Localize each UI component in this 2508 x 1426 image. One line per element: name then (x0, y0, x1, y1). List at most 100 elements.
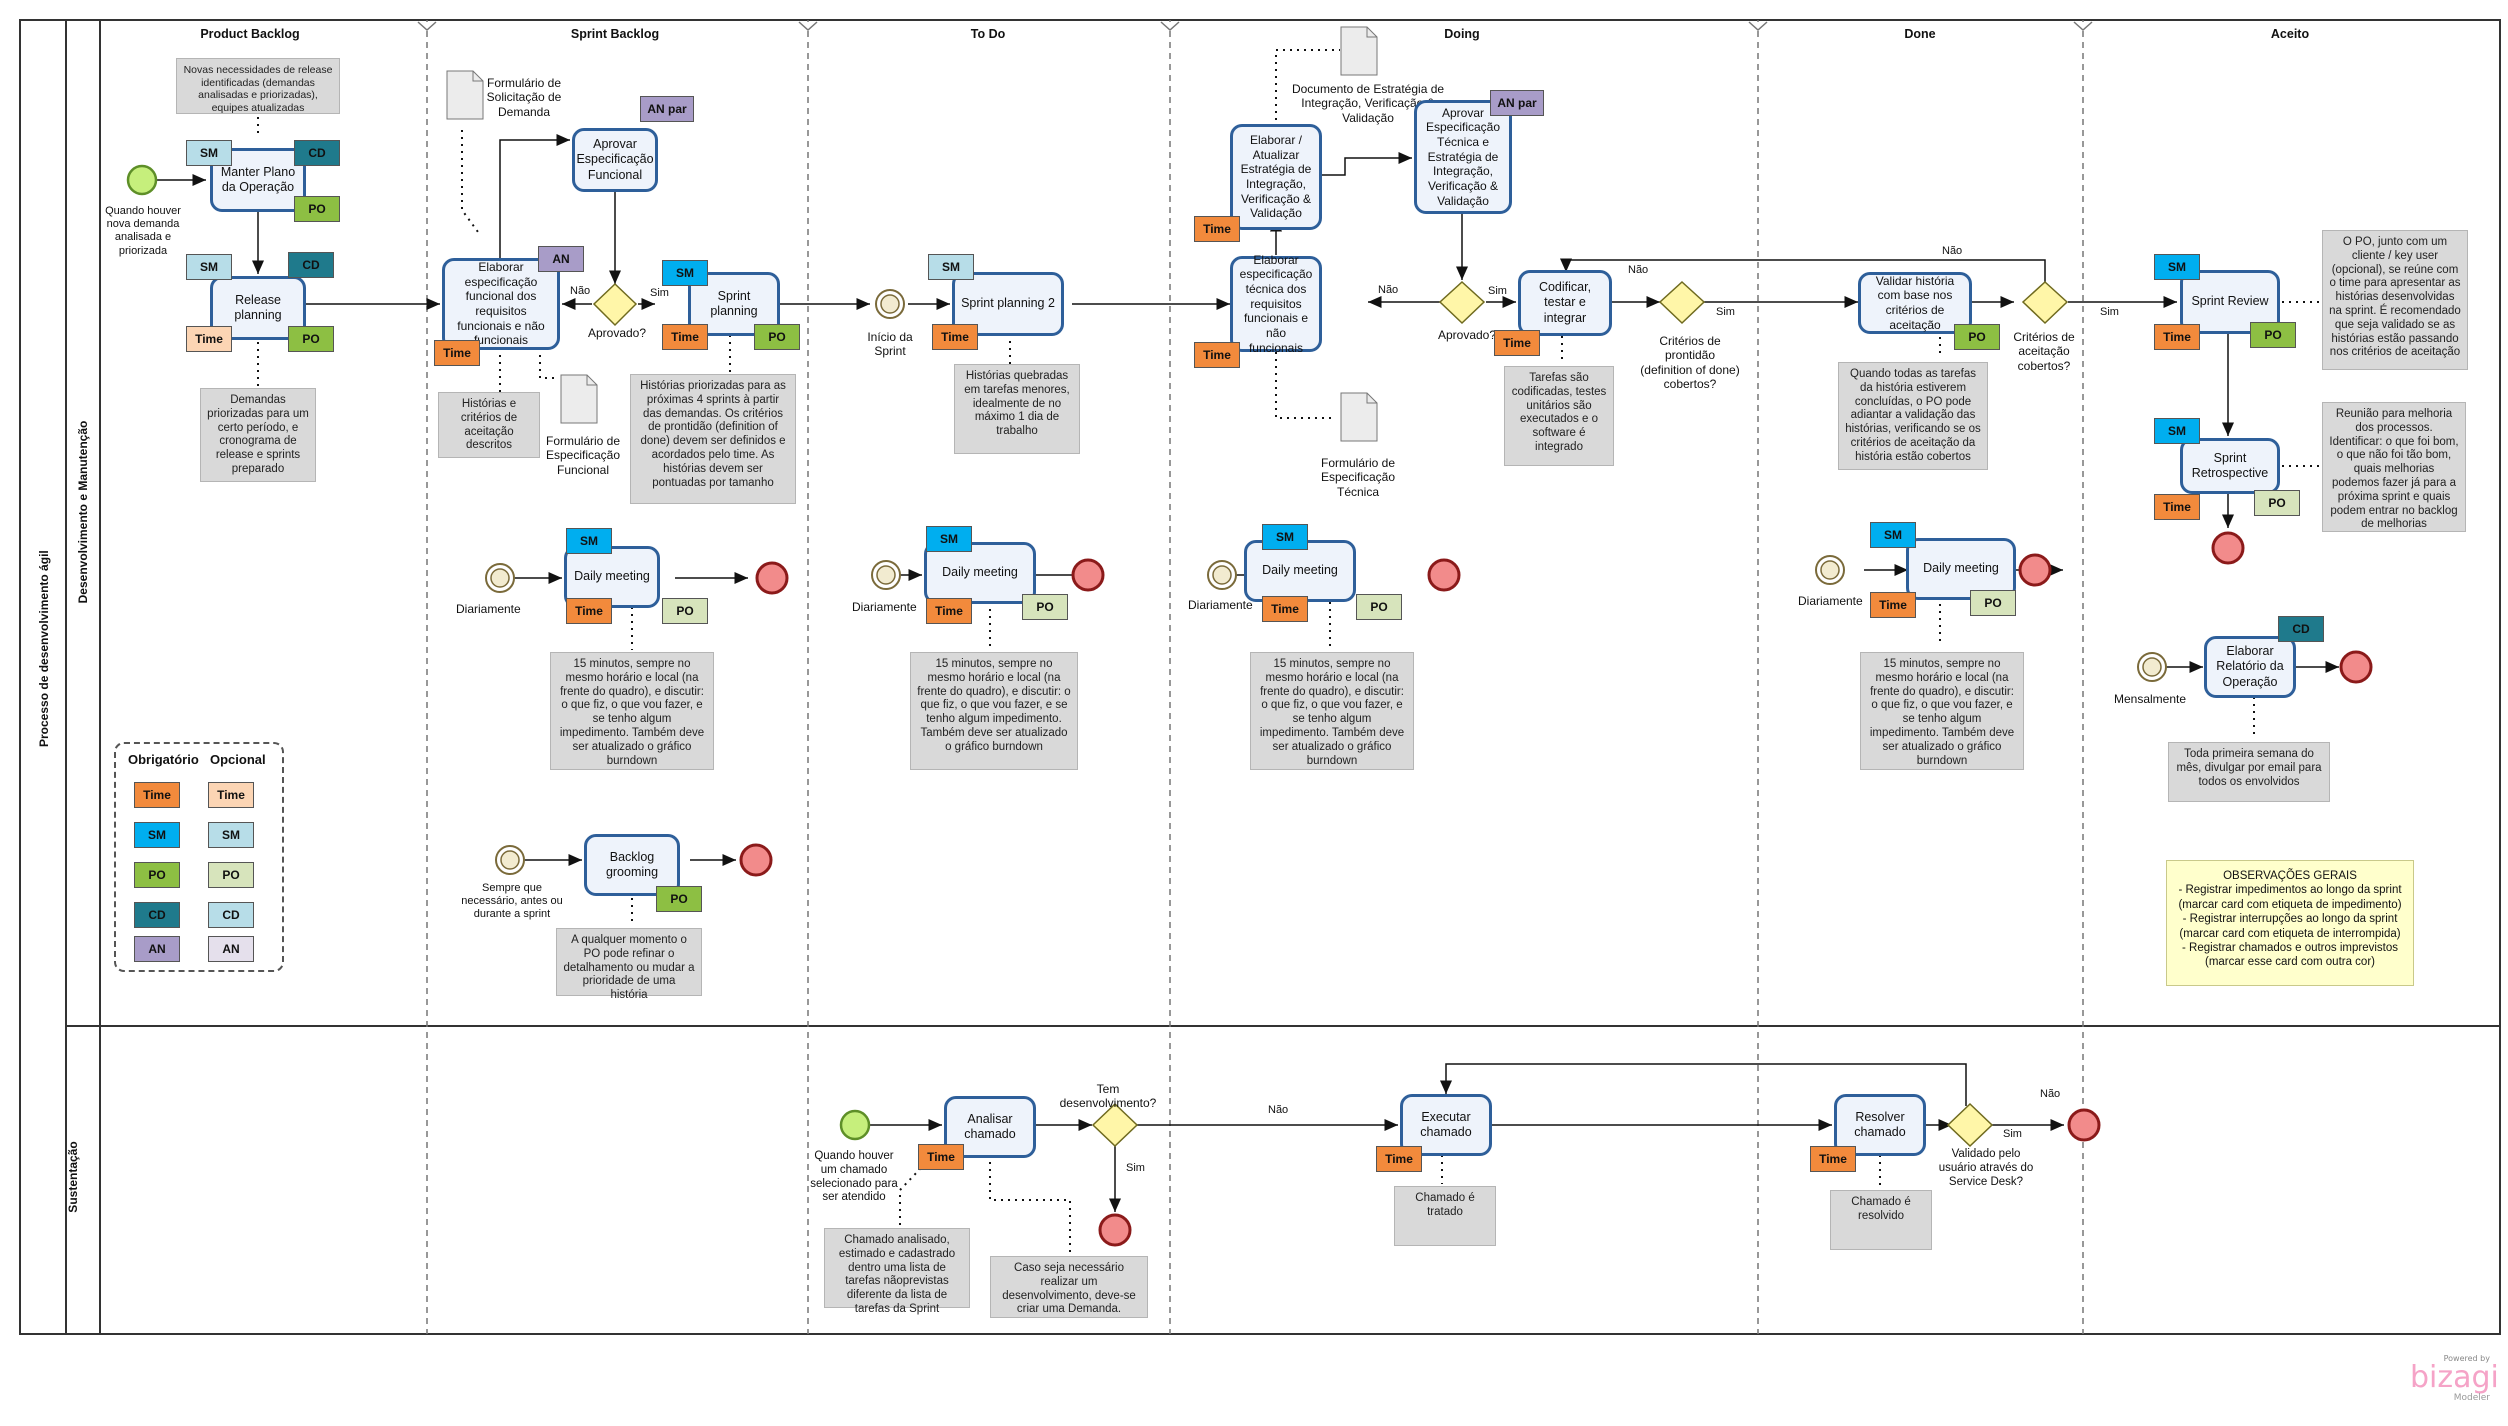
task-release-planning[interactable]: Release planning (210, 276, 306, 340)
flow-sim: Sim (2003, 1128, 2022, 1140)
card-time: Time (1262, 596, 1308, 622)
phase-product-backlog: Product Backlog (200, 27, 300, 41)
card-time: Time (1194, 216, 1240, 242)
card-sm: SM (1870, 522, 1916, 548)
flow-sim: Sim (1126, 1162, 1145, 1174)
card-sm-optional: SM (186, 254, 232, 280)
card-po-optional: PO (662, 598, 708, 624)
task-executar-chamado[interactable]: Executar chamado (1400, 1094, 1492, 1156)
annotation-tarefas-codificadas: Tarefas são codificadas, testes unitário… (1504, 366, 1614, 466)
card-time: Time (1494, 330, 1540, 356)
doc-form-solicitacao: Formulário de Solicitação de Demanda (486, 76, 562, 119)
event-inicio-sprint: Início da Sprint (867, 330, 913, 359)
task-aprovar-especificacao-label: Aprovar Especificação Funcional (576, 137, 654, 182)
card-po: PO (656, 886, 702, 912)
task-validar-historia[interactable]: Validar história com base nos critérios … (1858, 272, 1972, 334)
phase-to-do: To Do (970, 27, 1006, 41)
annotation-novas-necessidades: Novas necessidades de release identifica… (176, 58, 340, 114)
flow-nao: Não (1378, 284, 1399, 296)
document-icon (1340, 26, 1378, 76)
card-po-optional: PO (1970, 590, 2016, 616)
annotation-daily: 15 minutos, sempre no mesmo horário e lo… (1860, 652, 2024, 770)
task-elaborar-relatorio-label: Elaborar Relatório da Operação (2216, 644, 2284, 689)
task-sprint-retrospective-label: Sprint Retrospective (2191, 450, 2269, 480)
flow-sim: Sim (2100, 306, 2119, 318)
card-time: Time (2154, 494, 2200, 520)
card-cd: CD (2278, 616, 2324, 642)
legend-card-cd: CD (134, 902, 180, 928)
annotation-daily: 15 minutos, sempre no mesmo horário e lo… (550, 652, 714, 770)
task-daily-meeting-label: Daily meeting (942, 565, 1018, 580)
annotation-demandas-priorizadas: Demandas priorizadas para um certo perío… (200, 388, 316, 482)
task-backlog-grooming-label: Backlog grooming (605, 849, 659, 879)
task-elaborar-especificacao-label: Elaborar especificação funcional dos req… (457, 260, 545, 348)
card-an: AN (538, 246, 584, 272)
flow-sim: Sim (1488, 285, 1507, 297)
lane-desenvolvimento: Desenvolvimento e Manutenção (76, 420, 90, 604)
task-daily-meeting[interactable]: Daily meeting (1906, 538, 2016, 600)
observacoes-line: - Registrar interrupções ao longo da spr… (2179, 913, 2401, 940)
task-elaborar-relatorio[interactable]: Elaborar Relatório da Operação (2204, 636, 2296, 698)
task-elaborar-espec-tecnica-label: Elaborar especificação técnica dos requi… (1239, 252, 1313, 355)
task-codificar-label: Codificar, testar e integrar (1538, 280, 1592, 325)
card-cd: CD (288, 252, 334, 278)
card-time: Time (932, 324, 978, 350)
task-elaborar-espec-tecnica[interactable]: Elaborar especificação técnica dos requi… (1230, 252, 1322, 355)
event-diariamente: Diariamente (1798, 594, 1863, 608)
task-aprovar-espec-tecnica[interactable]: Aprovar Especificação Técnica e Estratég… (1414, 100, 1512, 214)
phase-aceito: Aceito (2270, 27, 2310, 41)
card-sm: SM (662, 260, 708, 286)
card-po-optional: PO (1356, 594, 1402, 620)
card-time: Time (926, 598, 972, 624)
task-daily-meeting[interactable]: Daily meeting (1244, 540, 1356, 602)
annotation-toda-primeira: Toda primeira semana do mês, divulgar po… (2168, 742, 2330, 802)
doc-form-espec-funcional: Formulário de Especificação Funcional (545, 434, 621, 477)
legend-opcional: Opcional (210, 752, 266, 767)
gateway-aprovado-label: Aprovado? (587, 326, 647, 340)
card-sm: SM (2154, 254, 2200, 280)
task-daily-meeting-label: Daily meeting (1262, 563, 1338, 578)
card-time: Time (1870, 592, 1916, 618)
bizagi-logo: Powered by bizagi Modeler (2410, 1354, 2499, 1403)
card-po: PO (2250, 322, 2296, 348)
annotation-historias-priorizadas: Histórias priorizadas para as próximas 4… (630, 374, 796, 504)
card-sm-optional: SM (186, 140, 232, 166)
observacoes-title: OBSERVAÇÕES GERAIS (2223, 870, 2357, 882)
legend-card-po-optional: PO (208, 862, 254, 888)
gateway-validado-label: Validado pelo usuário através do Service… (1938, 1148, 2034, 1188)
gateway-criterios-aceitacao-label: Critérios de aceitação cobertos? (2013, 330, 2075, 373)
annotation-po-junto: O PO, junto com um cliente / key user (o… (2322, 230, 2468, 370)
task-resolver-chamado[interactable]: Resolver chamado (1834, 1094, 1926, 1156)
task-elaborar-estrategia[interactable]: Elaborar / Atualizar Estratégia de Integ… (1230, 124, 1322, 230)
task-daily-meeting[interactable]: Daily meeting (924, 542, 1036, 604)
observacoes-gerais: OBSERVAÇÕES GERAIS - Registrar impedimen… (2166, 860, 2414, 986)
lane-sustentacao: Sustentação (66, 1141, 80, 1213)
card-time: Time (1194, 342, 1240, 368)
task-sprint-planning-label: Sprint planning (710, 288, 758, 318)
annotation-quando-todas: Quando todas as tarefas da história esti… (1838, 362, 1988, 470)
task-release-planning-label: Release planning (234, 292, 282, 322)
card-an-par: AN par (640, 96, 694, 122)
card-po-optional: PO (2254, 490, 2300, 516)
annotation-historias-criterios: Histórias e critérios de aceitação descr… (438, 392, 540, 458)
task-sprint-review-label: Sprint Review (2191, 294, 2269, 309)
flow-nao: Não (570, 285, 591, 297)
task-elaborar-especificacao[interactable]: Elaborar especificação funcional dos req… (442, 258, 560, 350)
flow-sim: Sim (1716, 306, 1735, 318)
legend-card-sm-optional: SM (208, 822, 254, 848)
task-sprint-retrospective[interactable]: Sprint Retrospective (2180, 438, 2280, 494)
task-codificar[interactable]: Codificar, testar e integrar (1518, 270, 1612, 336)
task-aprovar-espec-tecnica-label: Aprovar Especificação Técnica e Estratég… (1425, 105, 1501, 208)
task-sprint-planning-2-label: Sprint planning 2 (961, 296, 1055, 311)
annotation-historias-quebradas: Histórias quebradas em tarefas menores, … (954, 364, 1080, 454)
card-time: Time (1376, 1146, 1422, 1172)
task-aprovar-especificacao[interactable]: Aprovar Especificação Funcional (572, 128, 658, 192)
event-quando-chamado: Quando houver um chamado selecionado par… (810, 1150, 898, 1204)
gateway-tem-desenvolvimento-label: Tem desenvolvimento? (1059, 1082, 1157, 1111)
task-backlog-grooming[interactable]: Backlog grooming (584, 834, 680, 896)
annotation-a-qualquer: A qualquer momento o PO pode refinar o d… (556, 928, 702, 1001)
task-daily-meeting[interactable]: Daily meeting (564, 546, 660, 608)
card-po: PO (754, 324, 800, 350)
flow-nao: Não (1628, 264, 1649, 276)
